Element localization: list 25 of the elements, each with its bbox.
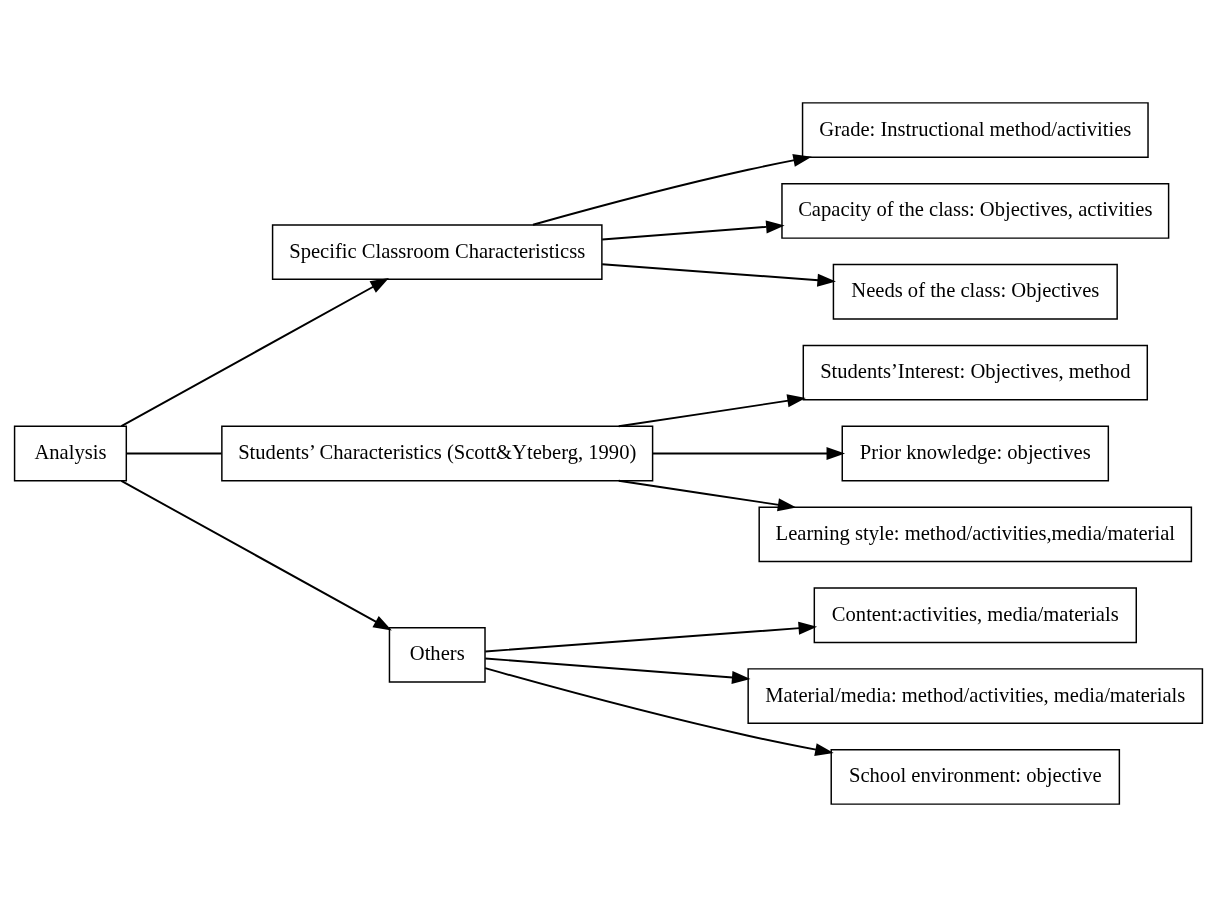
arrow: [120, 277, 389, 427]
node-box: Content:activities, media/materials: [813, 586, 1137, 643]
node-box: Needs of the class: Objectives: [832, 263, 1118, 320]
arrow: [617, 479, 797, 511]
arrow: [484, 657, 751, 684]
node-box: Prior knowledge: objectives: [841, 425, 1110, 481]
arrow: [601, 219, 785, 240]
node-box: Students’Interest: Objectives, method: [802, 344, 1149, 401]
arrow: [484, 621, 818, 652]
node-box: Analysis: [13, 425, 128, 481]
node-box: Grade: Instructional method/activities: [801, 101, 1149, 158]
node-box: Learning style: method/activities,media/material: [758, 505, 1193, 562]
node-box: Capacity of the class: Objectives, activities: [781, 182, 1170, 239]
node-box: Material/media: method/activities, media/materials: [747, 667, 1204, 724]
connector: [125, 452, 223, 454]
arrow: [651, 446, 846, 460]
node-box: Others: [388, 626, 486, 683]
arrow: [601, 262, 836, 287]
arrow: [532, 153, 812, 226]
node-box: Students’ Characteristics (Scott&Yteberg, 1990): [221, 425, 654, 481]
node-box: School environment: objective: [830, 748, 1121, 805]
arrow: [617, 393, 806, 427]
node-box: Specific Classroom Characteristicss: [271, 223, 603, 280]
arrow: [120, 479, 392, 631]
arrow: [484, 666, 834, 756]
